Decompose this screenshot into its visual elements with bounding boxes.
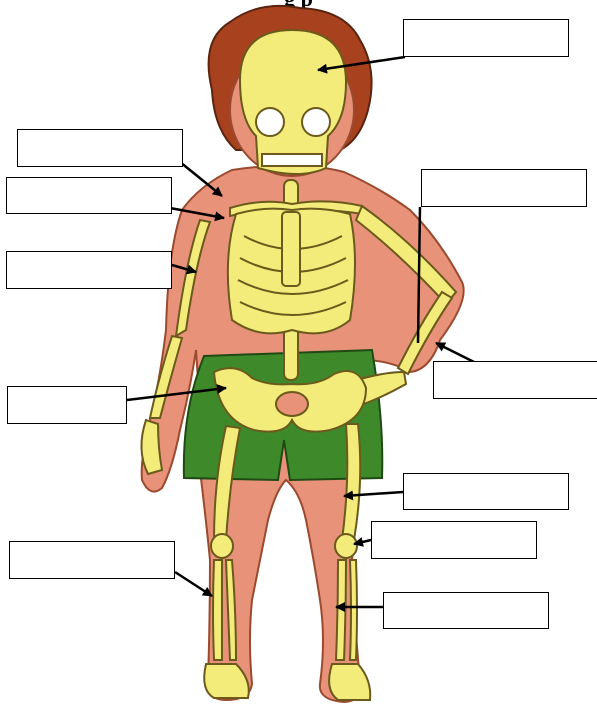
tibia-label-box[interactable] (383, 592, 549, 629)
arrow-forearm (436, 343, 474, 362)
shoulder-blade-label-box[interactable] (6, 177, 172, 214)
skull-label-box[interactable] (403, 19, 569, 57)
arrow-fibula (175, 572, 212, 596)
pelvis-label-box[interactable] (7, 386, 127, 424)
collarbone-label-box[interactable] (17, 129, 183, 167)
kneecap-label-box[interactable] (371, 521, 537, 559)
fibula-label-box[interactable] (9, 541, 175, 579)
femur-label-box[interactable] (403, 473, 569, 510)
humerus-label-box[interactable] (6, 251, 172, 289)
forearm-label-box[interactable] (433, 361, 597, 399)
ribs-label-box[interactable] (421, 169, 587, 207)
